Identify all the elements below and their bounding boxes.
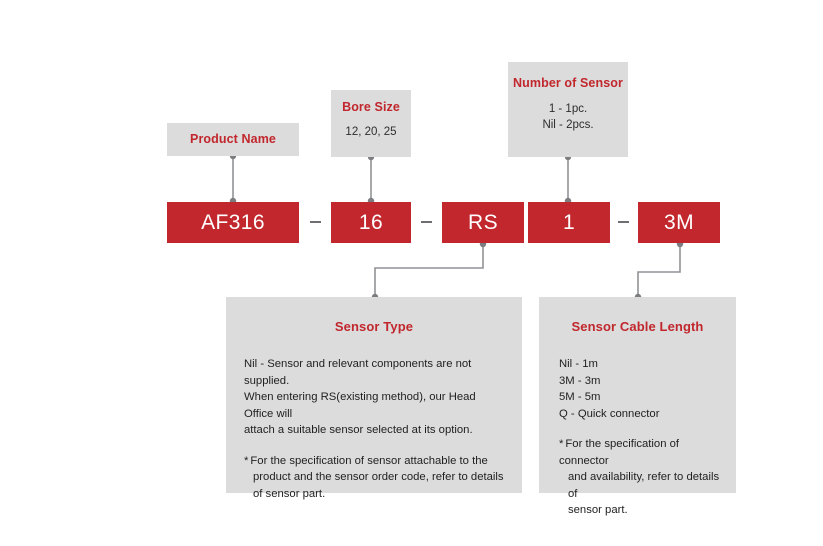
number-of-sensor-option-2: Nil - 2pcs. [542, 119, 594, 131]
connector-sensor-cable-length [637, 243, 681, 297]
callout-sensor-type-body: Nil - Sensor and relevant components are… [244, 356, 506, 502]
sensor-type-note-line-2: product and the sensor order code, refer… [253, 471, 504, 483]
cable-length-note-line-2: and availability, refer to details of [568, 471, 720, 500]
sensor-type-note-asterisk: * [244, 454, 249, 467]
cable-length-option-4: Q - Quick connector [559, 407, 660, 420]
separator-dash-1 [310, 221, 321, 223]
callout-sensor-type: Sensor Type Nil - Sensor and relevant co… [226, 297, 522, 500]
code-bar-number-of-sensor[interactable]: 1 [528, 202, 610, 243]
cable-length-note: *For the specification of connector and … [559, 436, 729, 519]
callout-number-of-sensor-body: 1 - 1pc. Nil - 2pcs. [508, 101, 628, 133]
code-bar-cable-length[interactable]: 3M [638, 202, 720, 243]
cable-length-note-line-1: *For the specification of connector [559, 436, 729, 469]
separator-dash-2 [421, 221, 432, 223]
code-bar-bore-size[interactable]: 16 [331, 202, 411, 243]
callout-bore-size-title: Bore Size [342, 100, 400, 114]
callout-bore-size: Bore Size 12, 20, 25 [331, 90, 411, 157]
callout-product-name: Product Name [167, 123, 299, 156]
cable-length-note-text-1: For the specification of connector [559, 438, 680, 467]
sensor-type-desc-line-3: attach a suitable sensor selected at its… [244, 424, 473, 436]
sensor-type-desc-line-2: When entering RS(existing method), our H… [244, 391, 476, 420]
callout-sensor-cable-length-title: Sensor Cable Length [571, 319, 704, 334]
callout-sensor-cable-length: Sensor Cable Length Nil - 1m 3M - 3m 5M … [539, 297, 736, 516]
sensor-type-note: *For the specification of sensor attacha… [244, 453, 506, 503]
cable-length-note-line-3: sensor part. [568, 504, 628, 516]
code-bar-product-name[interactable]: AF316 [167, 202, 299, 243]
separator-dash-3 [618, 221, 629, 223]
callout-number-of-sensor-title: Number of Sensor [513, 76, 623, 90]
sensor-type-desc-line-1: Nil - Sensor and relevant components are… [244, 358, 472, 387]
sensor-type-note-line-3: of sensor part. [253, 487, 326, 500]
callout-sensor-cable-length-body: Nil - 1m 3M - 3m 5M - 5m Q - Quick conne… [559, 356, 729, 519]
cable-length-option-2: 3M - 3m [559, 374, 601, 387]
callout-sensor-type-title: Sensor Type [334, 319, 414, 334]
cable-length-note-asterisk: * [559, 438, 564, 450]
sensor-type-note-line-1: *For the specification of sensor attacha… [244, 453, 506, 470]
callout-bore-size-values: 12, 20, 25 [345, 126, 397, 138]
callout-product-name-title: Product Name [190, 132, 276, 146]
number-of-sensor-option-1: 1 - 1pc. [548, 103, 588, 115]
sensor-type-note-text-1: For the specification of sensor attachab… [250, 454, 488, 467]
callout-number-of-sensor: Number of Sensor 1 - 1pc. Nil - 2pcs. [508, 62, 628, 157]
cable-length-option-1: Nil - 1m [559, 358, 598, 370]
connector-sensor-type [374, 243, 484, 297]
code-bar-sensor-type[interactable]: RS [442, 202, 524, 243]
cable-length-option-3: 5M - 5m [559, 391, 601, 403]
